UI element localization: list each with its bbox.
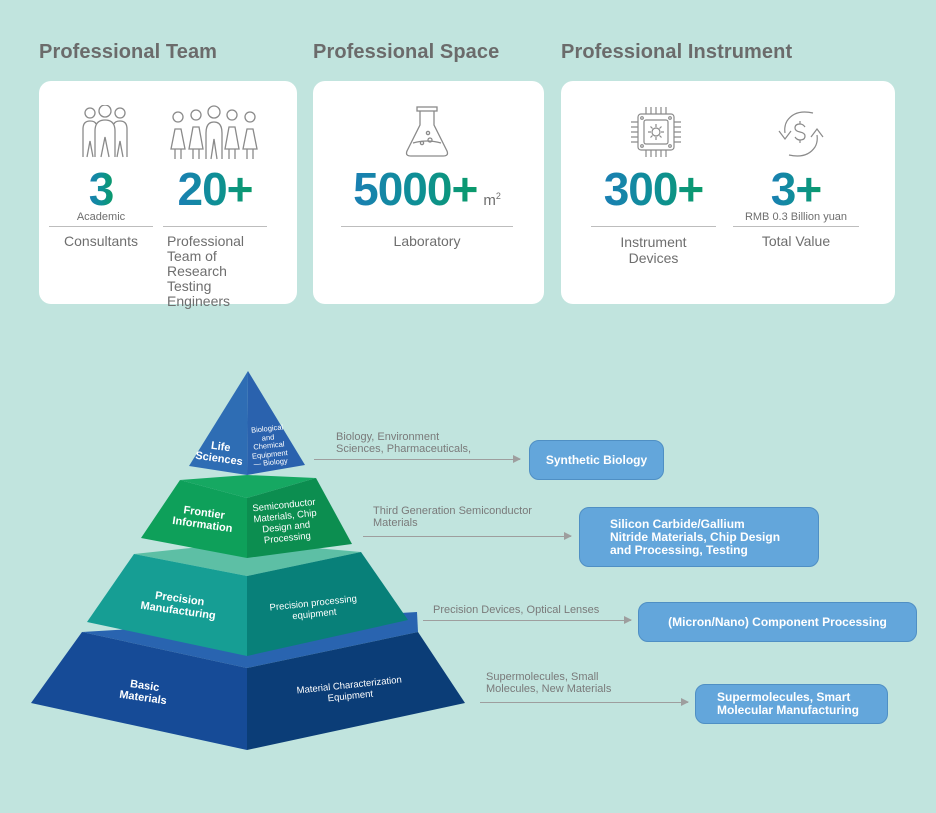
devices-description: Instrument Devices	[591, 234, 716, 266]
total-value-sublabel: RMB 0.3 Billion yuan	[744, 211, 848, 223]
synthetic-biology-box: Synthetic Biology	[529, 440, 664, 480]
molecular-manufacturing-box: Supermolecules, Smart Molecular Manufact…	[695, 684, 888, 724]
life-sciences-right-face	[247, 371, 305, 475]
space-card: 5000+ m2 Laboratory	[313, 81, 544, 304]
engineers-description: Professional Team of Research Testing En…	[167, 234, 267, 309]
precision-manufacturing-flow-text: Precision Devices, Optical Lenses	[433, 604, 599, 616]
application-line: Silicon Carbide/Gallium	[610, 516, 745, 531]
frontier-information-flow-text: Third Generation Semiconductor Materials	[373, 505, 532, 529]
engineers-description-line: Engineers	[167, 293, 231, 309]
engineers-description-line: Team of	[167, 248, 217, 264]
application-line: and Processing, Testing	[610, 542, 748, 557]
consultants-value: 3	[88, 163, 115, 215]
engineers-description-line: Professional	[167, 233, 245, 249]
frontier-information-right-face	[247, 478, 352, 558]
divider	[49, 226, 153, 227]
flow-line: Materials	[373, 517, 418, 529]
dollar-cycle-icon	[778, 111, 824, 157]
space-section-title: Professional Space	[313, 41, 500, 63]
precision-manufacturing-right-face	[247, 552, 408, 656]
consultants-value-row: 3	[49, 163, 153, 215]
flow-line: Molecules, New Materials	[486, 683, 612, 695]
group-of-five-people-icon	[170, 105, 258, 160]
engineers-value: 20+	[177, 163, 253, 215]
divider	[163, 226, 267, 227]
total-value-stat: 3+ RMB 0.3 Billion yuan Total Value	[733, 81, 859, 304]
laboratory-value-number: 5000+	[353, 163, 478, 215]
laboratory-description: Laboratory	[393, 233, 461, 249]
life-sciences-side-text: Biological and Chemical Equipment — Biol…	[249, 422, 289, 469]
precision-manufacturing-left-face	[87, 554, 247, 656]
frontier-information-top-face	[180, 475, 316, 498]
frontier-information-left-face	[141, 480, 247, 558]
precision-manufacturing-arrow	[423, 616, 632, 624]
engineers-value-row: 20+	[163, 163, 267, 215]
component-processing-box: (Micron/Nano) Component Processing	[638, 602, 917, 642]
consultants-sublabel: Academic	[76, 211, 126, 223]
total-value-value: 3+	[770, 163, 822, 215]
divider	[341, 226, 513, 227]
divider	[591, 226, 716, 227]
application-line: Molecular Manufacturing	[717, 703, 860, 717]
instrument-section-title: Professional Instrument	[561, 41, 793, 63]
precision-manufacturing-top-face	[134, 542, 361, 576]
flow-line: Precision Devices, Optical Lenses	[433, 604, 600, 616]
consultants-description: Consultants	[64, 233, 138, 249]
unit-base: m	[483, 192, 496, 209]
instrument-card: 300+ Instrument Devices 3+ RMB 0.3 Billi…	[561, 81, 895, 304]
consultants-stat: 3 Academic Consultants	[49, 81, 153, 304]
devices-value-row: 300+	[591, 163, 716, 215]
flow-line: Sciences, Pharmaceuticals,	[336, 443, 472, 455]
devices-description-line: Instrument	[620, 234, 687, 250]
laboratory-value: 5000+ m2	[341, 163, 513, 215]
chip-gear-icon	[631, 107, 681, 157]
group-of-three-people-icon	[82, 105, 128, 158]
engineers-stat: 20+ Professional Team of Research Testin…	[163, 81, 267, 309]
basic-materials-flow-text: Supermolecules, Small Molecules, New Mat…	[486, 671, 611, 695]
laboratory-unit: m2	[483, 191, 501, 209]
flow-line: Biology, Environment	[336, 431, 440, 443]
devices-stat: 300+ Instrument Devices	[591, 81, 716, 304]
application-line: (Micron/Nano) Component Processing	[668, 614, 887, 629]
laboratory-stat: 5000+ m2 Laboratory	[341, 81, 513, 304]
frontier-information-arrow	[363, 532, 572, 540]
basic-materials-left-face	[31, 632, 247, 750]
basic-materials-right-face	[247, 632, 465, 750]
frontier-information-side-text: Semiconductor Materials, Chip Design and…	[252, 497, 320, 547]
application-line: Synthetic Biology	[545, 452, 648, 467]
devices-description-line: Devices	[628, 250, 679, 266]
divider	[733, 226, 859, 227]
team-section-title: Professional Team	[39, 41, 218, 63]
application-line: Nitride Materials, Chip Design	[610, 529, 781, 544]
flask-icon	[405, 106, 449, 157]
life-sciences-flow-text: Biology, Environment Sciences, Pharmaceu…	[336, 431, 471, 455]
life-sciences-left-face	[189, 371, 248, 475]
basic-materials-arrow	[480, 698, 689, 706]
unit-exponent: 2	[495, 191, 501, 201]
total-value-value-row: 3+	[733, 163, 859, 215]
devices-value: 300+	[603, 163, 705, 215]
total-value-description: Total Value	[761, 233, 831, 249]
life-sciences-arrow	[314, 455, 521, 463]
flow-line: Third Generation Semiconductor	[373, 505, 532, 517]
team-card: 3 Academic Consultants 20+ Professional …	[39, 81, 297, 309]
flow-line: Supermolecules, Small	[486, 671, 599, 683]
semiconductor-application-box: Silicon Carbide/Gallium Nitride Material…	[579, 507, 819, 567]
engineers-description-line: Research Testing	[167, 263, 227, 294]
application-line: Supermolecules, Smart	[717, 690, 851, 704]
